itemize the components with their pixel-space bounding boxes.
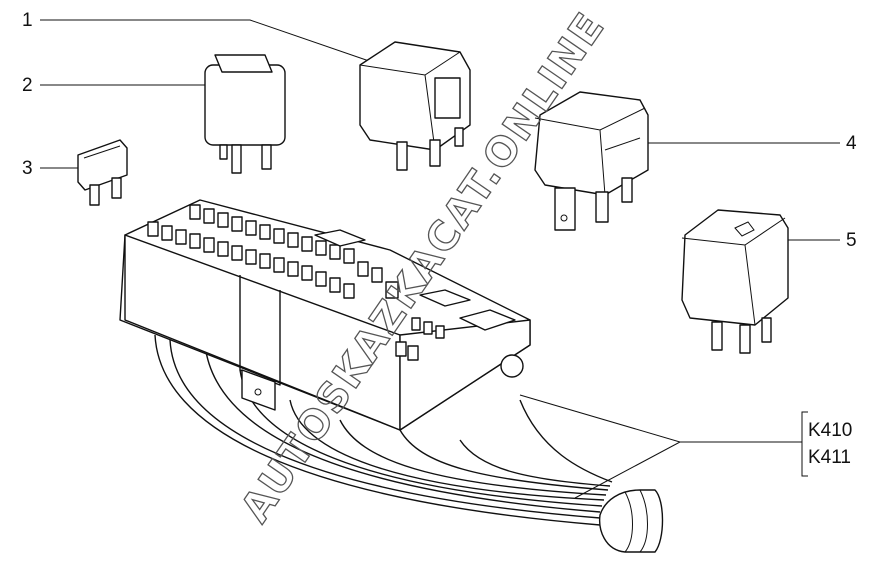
fuse-box: [119, 199, 531, 431]
blade-fuse: [77, 139, 128, 206]
leader-lines: [40, 19, 840, 499]
leader-line-1: [40, 19, 373, 63]
callout-1: 1: [22, 10, 33, 31]
callout-4: 4: [846, 133, 857, 154]
relay-2: [204, 54, 286, 174]
harness-code-k410: K410: [808, 420, 853, 441]
harness-sleeve: [598, 489, 664, 553]
harness-bracket: [801, 411, 808, 477]
callout-2: 2: [22, 75, 33, 96]
leader-line-harness: [519, 394, 682, 499]
fuse-slots: [147, 204, 445, 361]
relay-5: [681, 209, 789, 354]
relay-1: [359, 41, 471, 171]
callout-3: 3: [22, 158, 33, 179]
relay-4: [534, 91, 649, 231]
callout-5: 5: [846, 230, 857, 251]
harness-code-k411: K411: [808, 447, 851, 468]
